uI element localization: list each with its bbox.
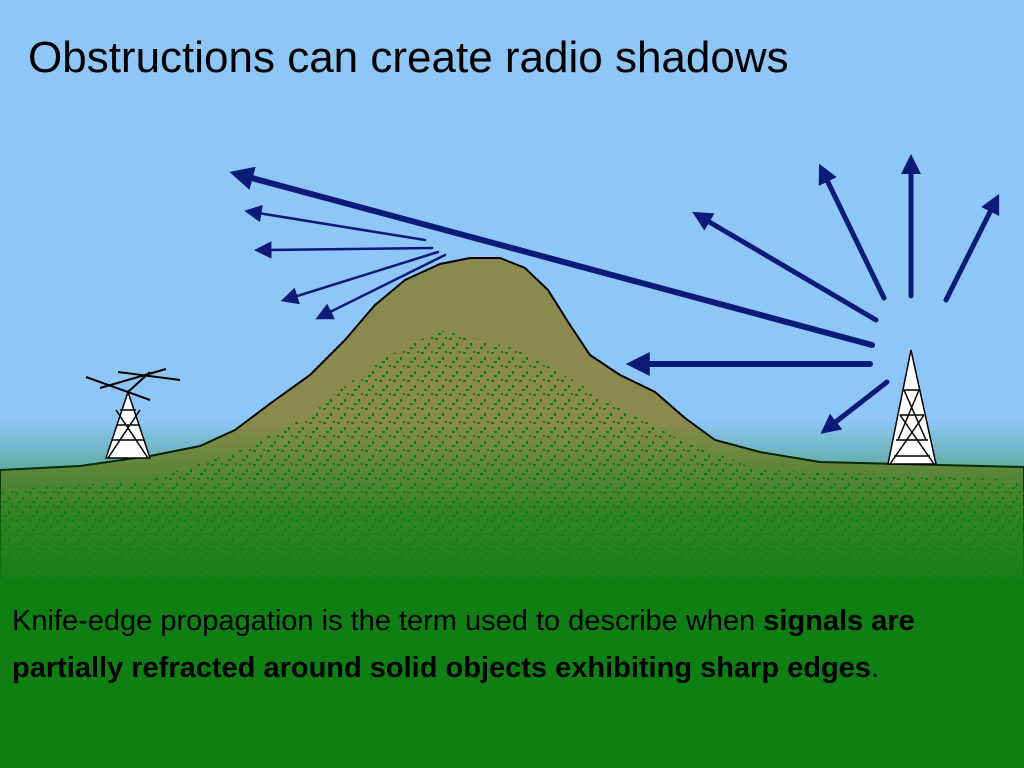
ray-over-hill [229,166,875,348]
diffracted-ray-4 [315,253,447,320]
slide-title: Obstructions can create radio shadows [28,33,789,82]
ray-up-steep [818,163,887,301]
signal-arrows [229,154,1000,434]
ray-up-left [692,211,879,323]
receiver-tower-icon [85,368,181,459]
ray-low [820,379,890,434]
grass-fade [0,420,1024,600]
ray-up-right [943,193,1000,303]
caption-emphasis: signals are partially refracted around s… [12,605,915,684]
diffracted-ray-3 [280,250,440,305]
slide-caption: Knife-edge propagation is the term used … [12,598,1002,692]
grass [0,578,1024,768]
diffracted-ray-2 [254,241,434,259]
transmitter-tower-icon [887,349,937,465]
caption-lead: Knife-edge propagation is the term used … [12,605,756,637]
caption-tail: . [870,652,879,684]
diffracted-ray-1 [244,204,427,242]
